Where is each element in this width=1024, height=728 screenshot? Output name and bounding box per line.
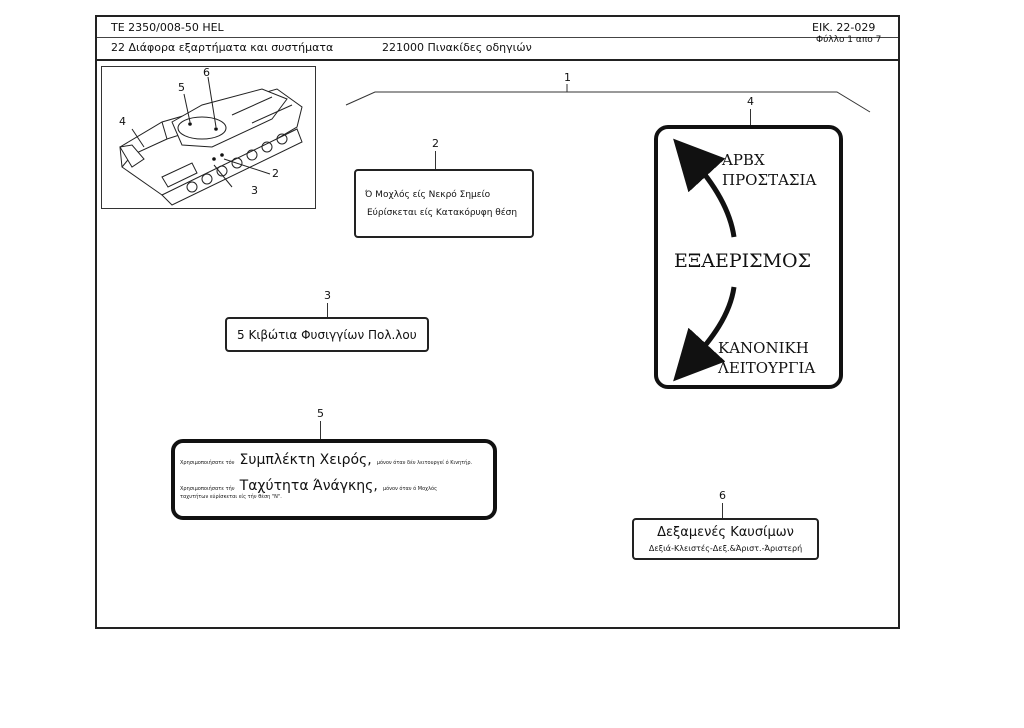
plate-5-l1-big: Συμπλέκτη Χειρός, bbox=[239, 452, 372, 468]
thumb-callout-2: 2 bbox=[272, 167, 279, 180]
thumb-callout-3: 3 bbox=[251, 184, 258, 197]
plate-5-line-3: ταχυτήτων εύρίσκεται είς τήν θέση "N". bbox=[180, 494, 282, 500]
callout-1: 1 bbox=[564, 71, 571, 84]
plate-5-l2-big: Ταχύτητα Άνάγκης, bbox=[239, 478, 378, 494]
plate-4-bottom-2: ΛΕΙΤΟΥΡΓΙΑ bbox=[718, 359, 816, 377]
callout-5: 5 bbox=[317, 407, 324, 420]
plate-5-l2-a: Χρησιμοποιήσατε τήν bbox=[180, 486, 235, 492]
plate-clutch-gear: Χρησιμοποιήσατε τόν Συμπλέκτη Χειρός, μό… bbox=[171, 439, 497, 520]
plate-5-l1-a: Χρησιμοποιήσατε τόν bbox=[180, 460, 235, 466]
plate-neutral-lever: Ό Μοχλός είς Νεκρό Σημείο Εύρίσκεται είς… bbox=[354, 169, 534, 238]
plate-5-line-1: Χρησιμοποιήσατε τόν Συμπλέκτη Χειρός, μό… bbox=[180, 449, 472, 468]
plate-ammo-boxes: 5 Κιβώτια Φυσιγγίων Πολ.λου bbox=[225, 317, 429, 352]
plate-2-line-1: Ό Μοχλός είς Νεκρό Σημείο bbox=[365, 190, 491, 200]
doc-code: TE 2350/008-50 HEL bbox=[111, 21, 224, 34]
drawing-frame bbox=[95, 15, 900, 629]
plate-4-center: ΕΞΑΕΡΙΣΜΟΣ bbox=[674, 250, 812, 272]
plate-5-line-2: Χρησιμοποιήσατε τήν Ταχύτητα Άνάγκης, μό… bbox=[180, 475, 437, 494]
callout-6-leader bbox=[722, 503, 723, 518]
thumb-callout-6: 6 bbox=[203, 66, 210, 79]
callout-3-leader bbox=[327, 303, 328, 317]
callout-5-leader bbox=[320, 421, 321, 439]
arrow-down-icon bbox=[673, 286, 737, 382]
header-divider bbox=[97, 37, 898, 38]
tank-location-view bbox=[101, 66, 316, 209]
plate-fuel-tanks: Δεξαμενές Καυσίμων Δεξιά-Κλειστές-Δεξ.&Ά… bbox=[632, 518, 819, 560]
callout-4: 4 bbox=[747, 95, 754, 108]
ventilation-arrows bbox=[673, 138, 737, 382]
plate-3-text: 5 Κιβώτια Φυσιγγίων Πολ.λου bbox=[237, 328, 417, 342]
arrow-up-icon bbox=[673, 138, 737, 238]
header-bottom-rule bbox=[97, 59, 898, 61]
callout-6: 6 bbox=[719, 489, 726, 502]
callout-3: 3 bbox=[324, 289, 331, 302]
plate-4-bottom-1: ΚΑΝΟΝΙΚΗ bbox=[718, 339, 809, 357]
callout-2: 2 bbox=[432, 137, 439, 150]
sheet-number: Φύλλο 1 απο 7 bbox=[816, 35, 882, 45]
plate-2-line-2: Εύρίσκεται είς Κατακόρυφη θέση bbox=[367, 208, 518, 218]
section-title: 22 Διάφορα εξαρτήματα και συστήματα bbox=[111, 41, 334, 54]
plate-6-title: Δεξαμενές Καυσίμων bbox=[657, 525, 794, 540]
plate-4-top-1: ΑΡΒΧ bbox=[722, 151, 765, 169]
item-1-bracket bbox=[345, 84, 871, 113]
tank-drawing bbox=[119, 76, 303, 206]
figure-ref: ΕΙΚ. 22-029 bbox=[812, 21, 876, 34]
callout-2-leader bbox=[435, 151, 436, 169]
plate-5-l2-b: μόνον όταν ό Μοχλός bbox=[382, 486, 438, 492]
subsection-title: 221000 Πινακίδες οδηγιών bbox=[382, 41, 532, 54]
plate-4-top-2: ΠΡΟΣΤΑΣΙΑ bbox=[722, 171, 817, 189]
callout-4-leader bbox=[750, 109, 751, 126]
plate-ventilation: ΑΡΒΧ ΠΡΟΣΤΑΣΙΑ ΕΞΑΕΡΙΣΜΟΣ ΚΑΝΟΝΙΚΗ ΛΕΙΤΟ… bbox=[654, 125, 843, 389]
thumb-callout-5: 5 bbox=[178, 81, 185, 94]
plate-5-l1-b: μόνον όταν δέν λειτουργεί ό Κινητήρ. bbox=[376, 460, 473, 466]
thumb-callout-4: 4 bbox=[119, 115, 126, 128]
plate-6-subtitle: Δεξιά-Κλειστές-Δεξ.&Άριστ.-Άριστερή bbox=[648, 544, 803, 553]
